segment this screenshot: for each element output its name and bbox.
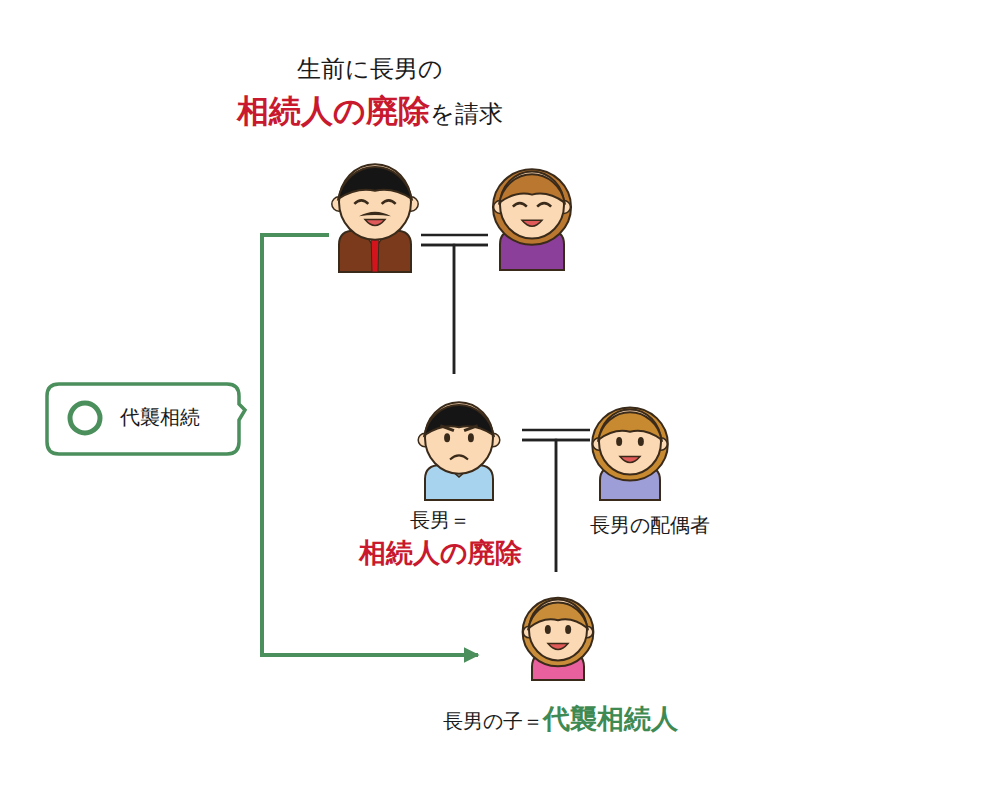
figure-label: 長男の子＝ bbox=[443, 709, 543, 733]
grandchild-illustration bbox=[523, 598, 594, 680]
circle-mark bbox=[70, 403, 100, 433]
spouse-illustration bbox=[592, 407, 668, 500]
figure-label: 長男の配偶者 bbox=[590, 513, 710, 537]
figure-label: 相続人の廃除 bbox=[359, 537, 522, 569]
figure-label: 長男＝ bbox=[410, 508, 470, 532]
family-line bbox=[522, 440, 556, 572]
figure-label: 代襲相続 bbox=[120, 405, 200, 429]
family-line bbox=[421, 235, 488, 245]
figure-label: を請求 bbox=[430, 100, 503, 129]
mother-illustration bbox=[493, 169, 571, 270]
label-line: 長男の子＝代襲相続人 bbox=[443, 703, 678, 735]
label-line: 長男の配偶者 bbox=[590, 513, 710, 537]
inheritance-arrow bbox=[262, 235, 478, 655]
spouse-figure: 長男の配偶者 bbox=[588, 392, 672, 502]
label-line: 相続人の廃除 bbox=[359, 537, 522, 569]
family-line bbox=[522, 430, 590, 440]
son-figure: 長男＝相続人の廃除 bbox=[418, 380, 500, 502]
figure-label: 生前に長男の bbox=[297, 55, 443, 84]
family-line bbox=[421, 245, 454, 374]
callout-bubble: 代襲相続 bbox=[45, 382, 250, 458]
mother-figure bbox=[492, 150, 572, 275]
father-illustration bbox=[332, 164, 418, 272]
grandchild-figure: 長男の子＝代襲相続人 bbox=[500, 580, 612, 682]
label-line: 長男＝ bbox=[410, 508, 470, 532]
son-illustration bbox=[418, 402, 500, 500]
bubble-outline bbox=[47, 384, 245, 454]
label-line: 相続人の廃除を請求 bbox=[237, 92, 503, 130]
family-line bbox=[454, 245, 488, 374]
family-line bbox=[556, 440, 590, 572]
father-figure: 生前に長男の相続人の廃除を請求 bbox=[325, 150, 415, 275]
label-line: 代襲相続 bbox=[120, 405, 200, 429]
label-line: 生前に長男の bbox=[297, 55, 443, 84]
figure-label: 代襲相続人 bbox=[543, 703, 678, 735]
figure-label: 相続人の廃除 bbox=[237, 92, 430, 130]
